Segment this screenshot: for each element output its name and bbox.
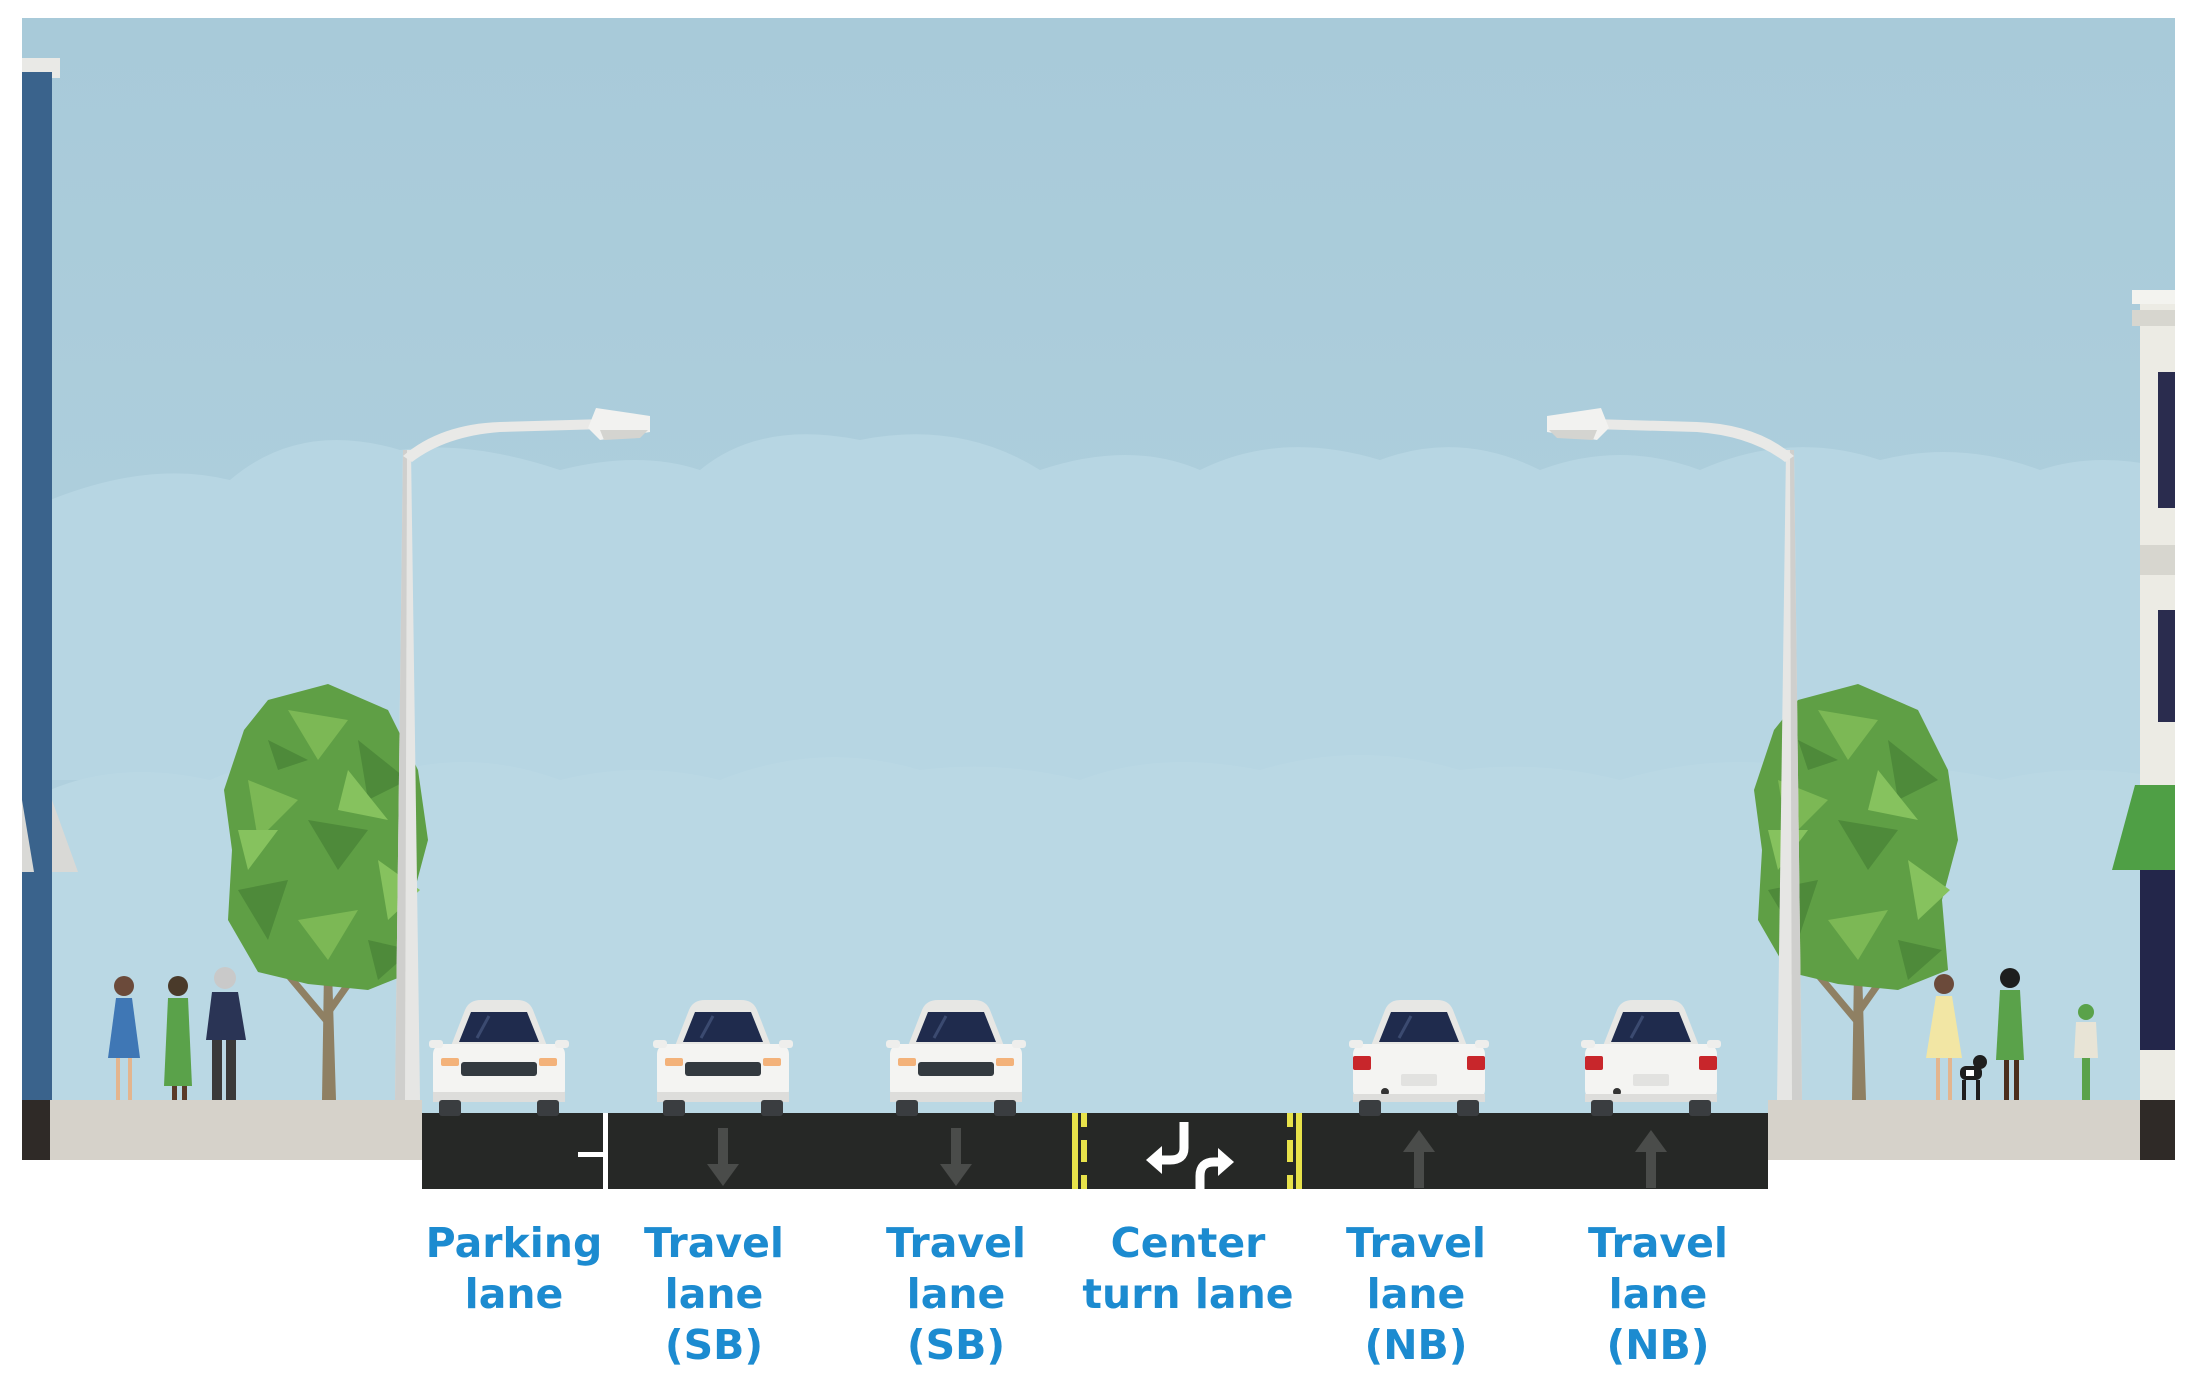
lane-label-parking: Parking lane: [425, 1219, 603, 1318]
curb-edge-right: [2140, 1100, 2175, 1160]
turn-arrows-icon: [1156, 1122, 1222, 1189]
pedestrians-right: [1926, 968, 2098, 1100]
roadway: [422, 1113, 1768, 1189]
pedestrians-left: [108, 967, 246, 1100]
lane-label-travel-nb-1: Travel lane (NB): [1346, 1219, 1486, 1369]
building-left: [22, 58, 78, 1100]
sidewalk-right: [1768, 1100, 2175, 1160]
clouds-upper: [50, 434, 2175, 780]
lane-label-center-turn: Center turn lane: [1082, 1219, 1294, 1318]
parking-line: [603, 1113, 608, 1189]
lane-label-travel-nb-2: Travel lane (NB): [1588, 1219, 1728, 1369]
curb-edge-left: [22, 1100, 50, 1160]
building-right: [2112, 290, 2175, 1100]
sidewalk-left: [22, 1100, 422, 1160]
lane-label-travel-sb-1: Travel lane (SB): [644, 1219, 784, 1369]
lane-label-travel-sb-2: Travel lane (SB): [886, 1219, 1026, 1369]
center-lane-markings: [1072, 1113, 1302, 1189]
